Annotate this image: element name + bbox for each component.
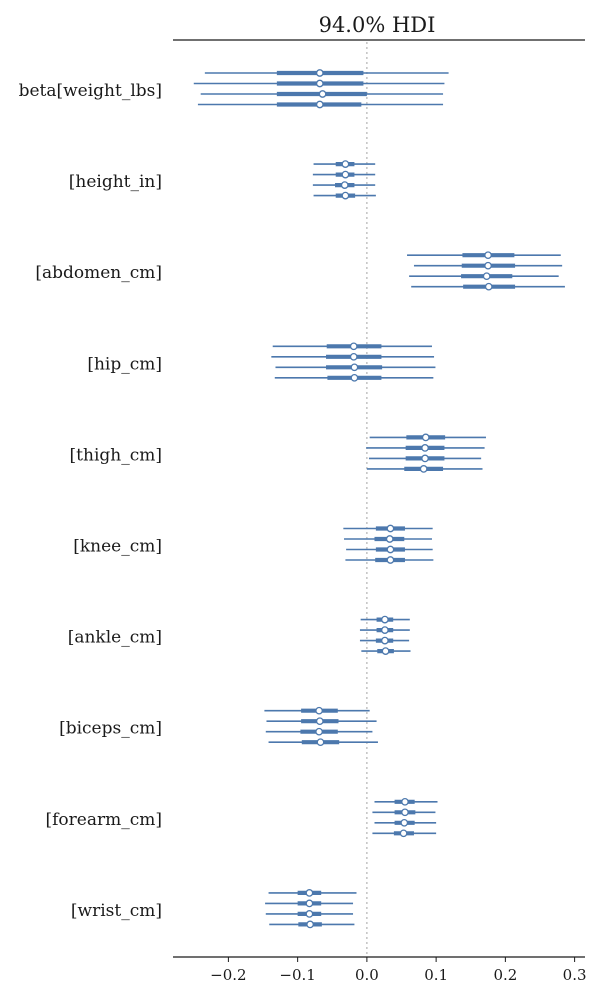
mean-point <box>315 717 324 726</box>
mean-point <box>349 342 358 351</box>
mean-point <box>316 738 325 747</box>
chart-title: 94.0% HDI <box>319 13 436 37</box>
mean-point <box>386 524 395 533</box>
mean-point <box>421 444 429 452</box>
mean-point <box>381 615 389 624</box>
mean-point <box>400 818 409 827</box>
parameter-label: [wrist_cm] <box>71 901 162 921</box>
mean-point <box>315 69 324 77</box>
parameter-label: [thigh_cm] <box>70 445 162 465</box>
x-tick-label: 0.0 <box>355 966 379 984</box>
mean-point <box>341 191 350 200</box>
mean-point <box>484 251 492 260</box>
x-tick-label: 0.3 <box>563 966 587 984</box>
mean-point <box>305 899 314 908</box>
mean-point <box>315 100 324 109</box>
parameter-label: [forearm_cm] <box>45 810 162 830</box>
parameter-label: [hip_cm] <box>87 354 162 374</box>
x-axis-ticks: −0.2 −0.1 0.0 0.1 0.2 0.3 <box>210 957 587 984</box>
mean-point <box>399 829 408 838</box>
mean-point <box>341 160 350 168</box>
mean-point <box>315 79 324 88</box>
mean-point <box>318 90 327 98</box>
mean-point <box>305 910 314 918</box>
parameter-label: [biceps_cm] <box>59 719 162 739</box>
parameter-label: [height_in] <box>69 172 162 192</box>
mean-point <box>350 373 359 382</box>
mean-point <box>484 261 492 270</box>
parameter-label: beta[weight_lbs] <box>19 81 162 101</box>
parameter-label: [ankle_cm] <box>68 628 162 648</box>
mean-point <box>341 170 350 179</box>
mean-point <box>386 545 395 554</box>
mean-point <box>484 282 493 291</box>
mean-point <box>381 647 390 655</box>
mean-point <box>306 920 314 929</box>
mean-point <box>315 727 323 736</box>
mean-point <box>350 363 359 372</box>
mean-point <box>340 181 349 189</box>
x-tick-label: 0.2 <box>493 966 517 984</box>
mean-point <box>421 454 429 463</box>
mean-point <box>386 556 395 564</box>
mean-point <box>381 636 389 645</box>
mean-point <box>401 808 409 817</box>
mean-point <box>315 706 323 715</box>
chart-marks <box>193 69 565 929</box>
mean-point <box>385 535 394 543</box>
mean-point <box>482 272 491 281</box>
x-tick-label: 0.1 <box>424 966 448 984</box>
mean-point <box>381 626 389 634</box>
parameter-labels: beta[weight_lbs] [height_in] [abdomen_cm] [… <box>19 81 162 921</box>
mean-point <box>305 889 314 897</box>
parameter-label: [knee_cm] <box>73 537 162 557</box>
parameter-label: [abdomen_cm] <box>35 263 162 283</box>
mean-point <box>349 352 358 361</box>
x-tick-label: −0.2 <box>210 966 246 984</box>
mean-point <box>401 797 409 806</box>
x-tick-label: −0.1 <box>279 966 315 984</box>
mean-point <box>419 465 428 473</box>
mean-point <box>421 433 430 442</box>
